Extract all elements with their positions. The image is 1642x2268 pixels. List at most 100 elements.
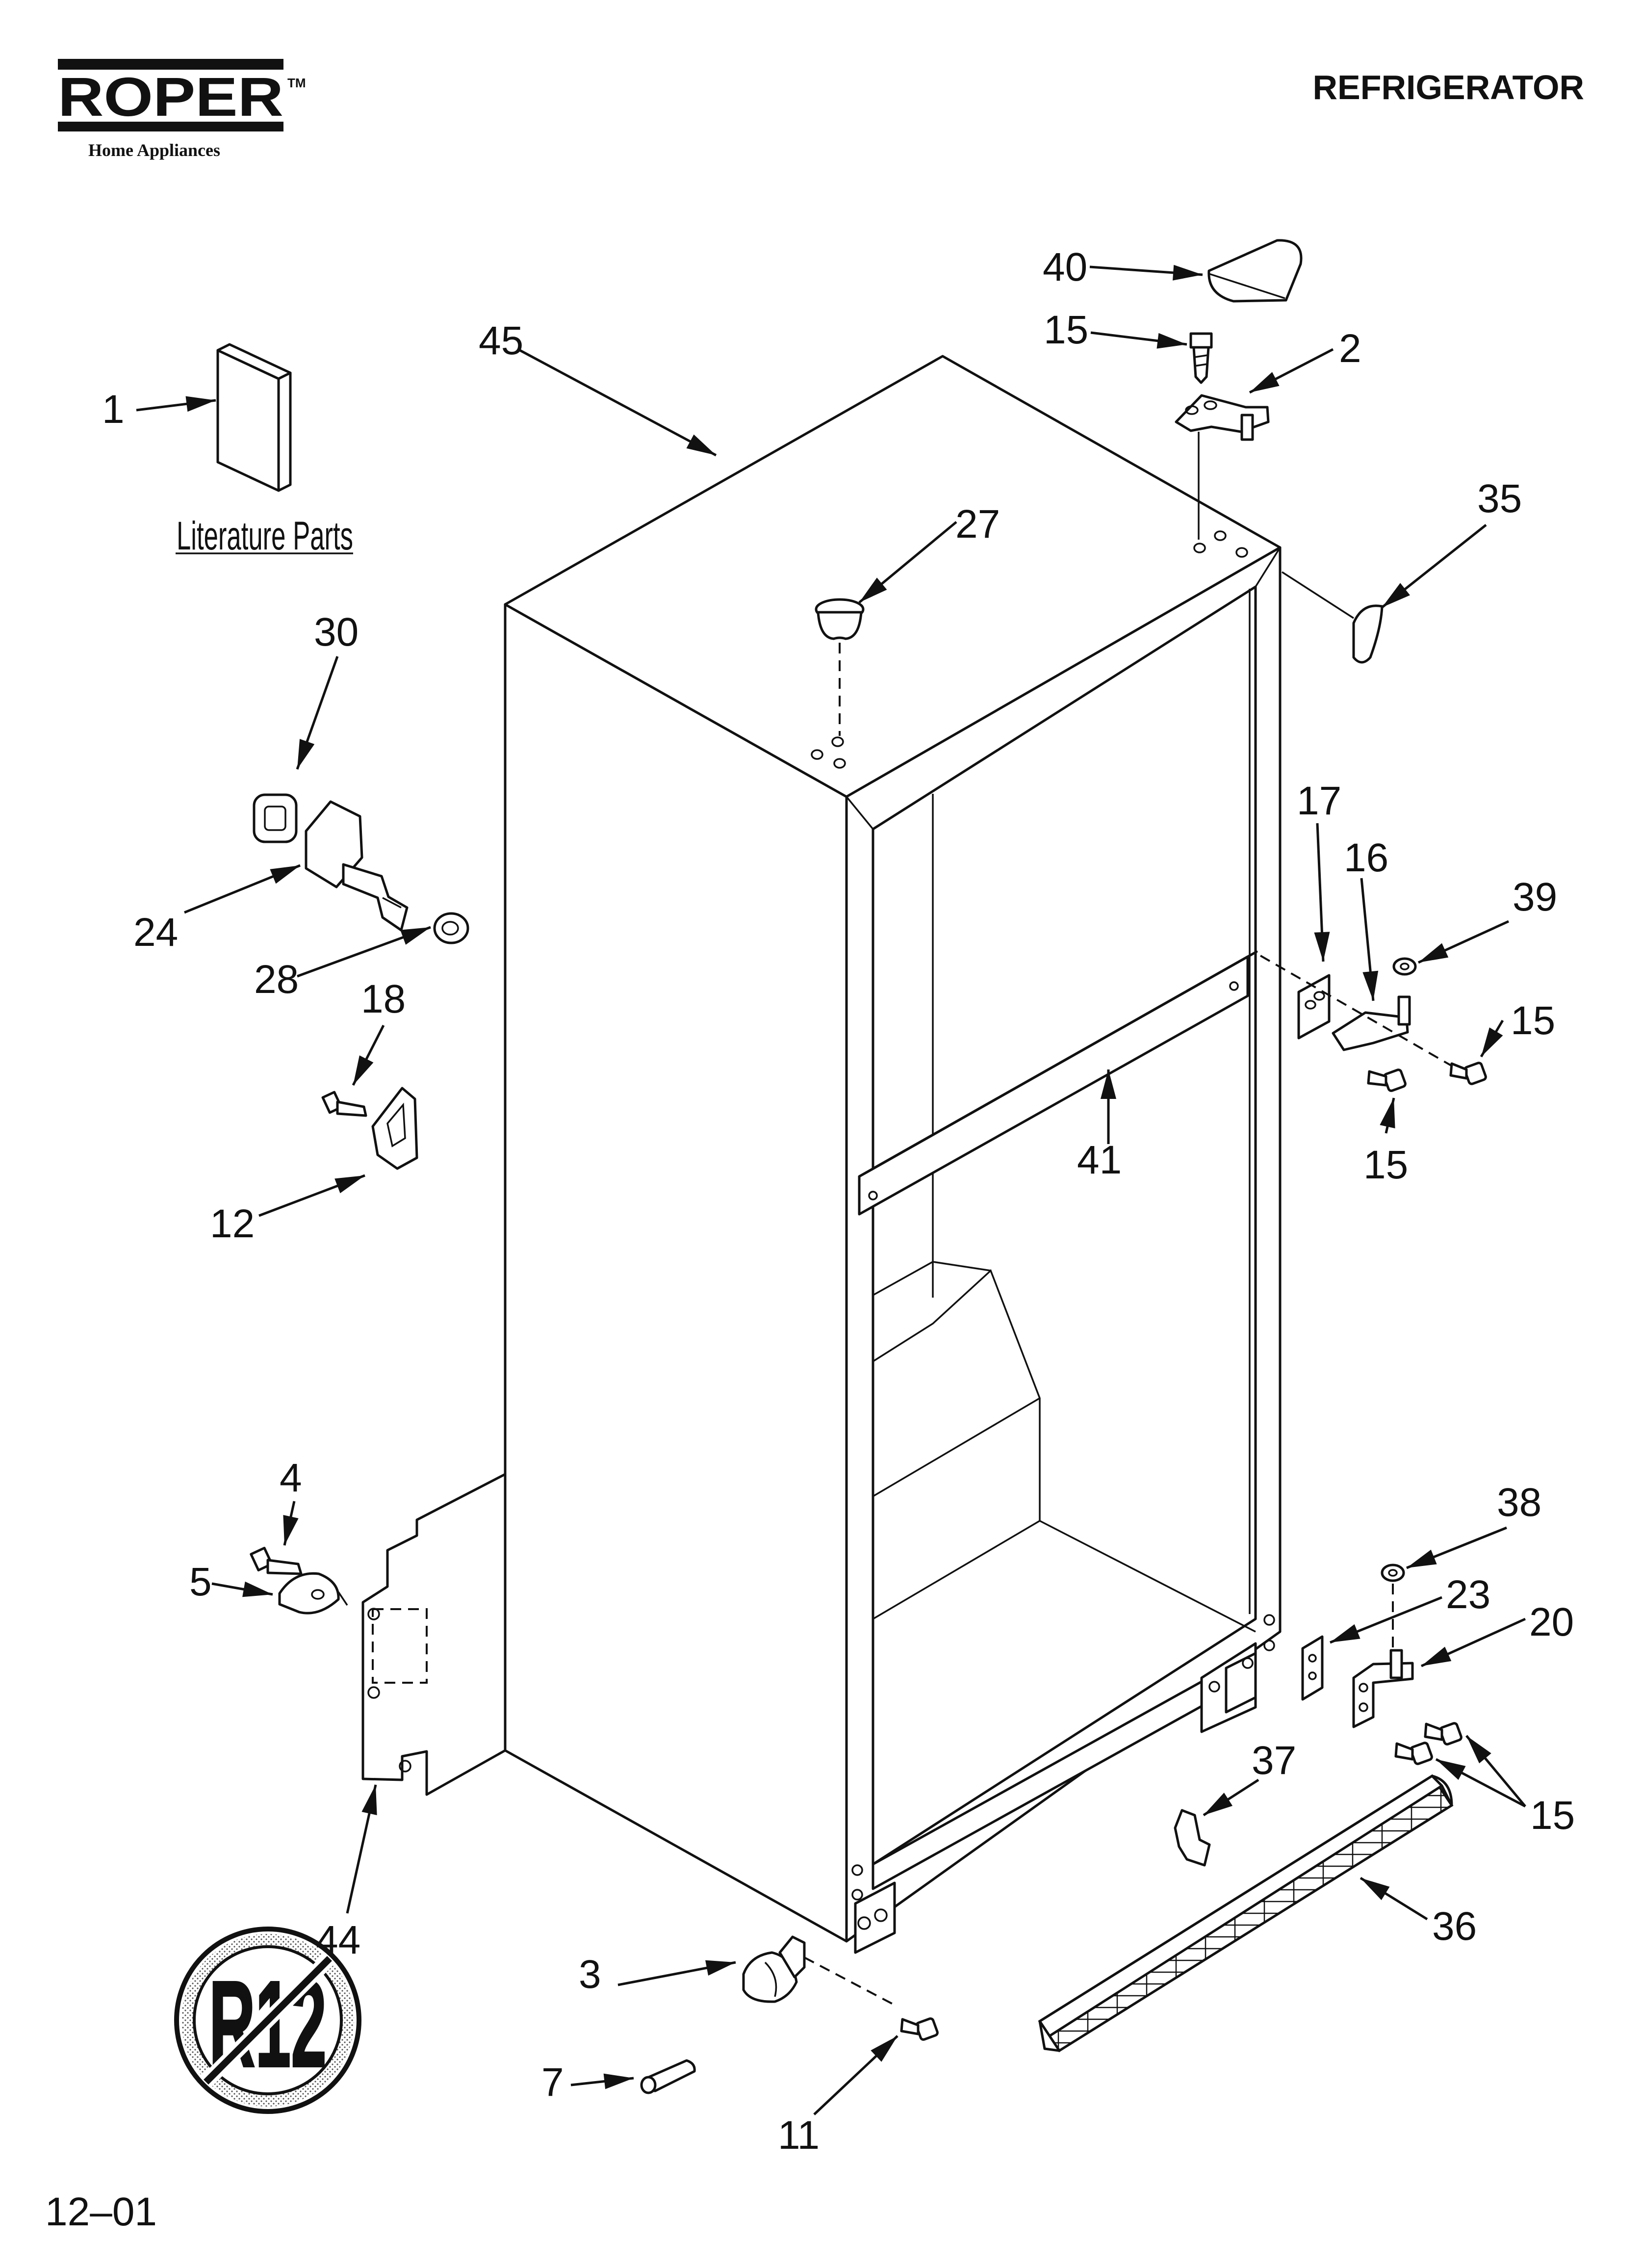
grille-clip (1174, 1809, 1211, 1867)
arrowhead-44 (361, 1785, 377, 1816)
arrowhead-4 (283, 1514, 299, 1545)
arrowhead-38 (1407, 1549, 1437, 1568)
arrowhead-1 (185, 396, 216, 412)
callout-numbers: 1 2 3 4 5 7 11 12 15 15 15 15 16 17 18 2… (102, 245, 1575, 2158)
wire-clip (371, 1087, 418, 1170)
arrowhead-39 (1418, 943, 1449, 963)
arrowhead-36 (1360, 1878, 1390, 1901)
callout-40: 40 (1043, 245, 1087, 289)
callout-37: 37 (1252, 1738, 1296, 1783)
callout-15-top: 15 (1044, 308, 1088, 352)
arrowhead-45 (686, 434, 716, 455)
top-hinge-screw (1189, 332, 1213, 384)
center-hinge (1260, 955, 1455, 1069)
callout-27: 27 (955, 502, 1000, 547)
roper-logo: ROPER TM Home Appliances (58, 59, 306, 160)
refrigerator-cabinet (504, 355, 1282, 1954)
callout-20: 20 (1529, 1600, 1574, 1644)
center-hinge-screw-lower (1367, 1069, 1407, 1092)
lower-hinge-screw-b (1394, 1742, 1433, 1765)
lower-hinge-bracket (1200, 1614, 1275, 1733)
clamp-screw (250, 1546, 303, 1575)
callout-44: 44 (316, 1918, 360, 1962)
clip-screw (321, 1091, 367, 1117)
no-r12-symbol: R12 (174, 1927, 361, 2114)
callout-4: 4 (280, 1456, 302, 1500)
arrowhead-23 (1330, 1624, 1360, 1642)
arrowhead-40 (1173, 264, 1203, 281)
arrowhead-17 (1314, 932, 1330, 962)
toe-grille (1038, 1774, 1454, 2053)
arrowhead-37 (1204, 1793, 1233, 1815)
callout-30: 30 (314, 610, 359, 654)
callout-38: 38 (1497, 1480, 1541, 1525)
page-title: REFRIGERATOR (1312, 68, 1584, 106)
logo-text: ROPER (58, 66, 283, 128)
arrowhead-15-cl (1380, 1098, 1395, 1129)
callout-39: 39 (1513, 875, 1557, 919)
callout-1: 1 (102, 387, 125, 432)
callout-15-bottom: 15 (1530, 1793, 1575, 1838)
arrowhead-15-top (1156, 333, 1187, 349)
callout-15-center-right: 15 (1511, 998, 1555, 1043)
center-hinge-screw-right (1449, 1062, 1487, 1085)
callout-41: 41 (1077, 1138, 1122, 1182)
leader-45 (519, 349, 717, 457)
lower-hinge (1352, 1649, 1414, 1728)
hinge-washer-lower (1381, 1564, 1405, 1658)
arrowhead-28 (400, 927, 431, 945)
round-washer (433, 912, 469, 944)
lower-hinge-screw-a (1424, 1722, 1462, 1746)
leveling-roller (742, 1935, 898, 2007)
arrowhead-12 (334, 1175, 365, 1194)
arrowhead-15-b1 (1466, 1736, 1491, 1764)
arrowhead-24 (270, 865, 300, 884)
arrowhead-41 (1101, 1069, 1116, 1099)
callout-24: 24 (133, 910, 178, 955)
tubing-clamp (278, 1572, 348, 1615)
callout-3: 3 (579, 1952, 601, 1997)
door-stop (305, 800, 409, 932)
roller-screw (900, 2017, 939, 2041)
date-code: 12–01 (45, 2190, 157, 2234)
arrowhead-3 (705, 1960, 736, 1976)
top-hinge (1175, 394, 1270, 540)
callout-2: 2 (1339, 326, 1361, 371)
arrowhead-5 (242, 1581, 273, 1597)
arrowhead-11 (871, 2036, 898, 2062)
arrowhead-2 (1250, 372, 1280, 392)
callout-36: 36 (1432, 1904, 1477, 1949)
trademark-mark: TM (287, 76, 306, 90)
callout-5: 5 (189, 1560, 212, 1604)
arrowhead-16 (1362, 970, 1379, 1001)
hinge-washer-upper (1392, 957, 1417, 976)
callout-45: 45 (479, 318, 523, 363)
callout-18: 18 (361, 977, 406, 1021)
callout-15-center-lower: 15 (1363, 1143, 1408, 1187)
arrowhead-18 (353, 1055, 374, 1085)
callout-35: 35 (1477, 476, 1522, 521)
arrowhead-15-b2 (1436, 1759, 1466, 1780)
center-hinge-shim (1297, 974, 1331, 1040)
roller-axle-pin (640, 2059, 696, 2094)
plug-button (815, 598, 865, 736)
divider-bar (858, 950, 1258, 1216)
grommet-square (253, 793, 298, 843)
callout-11: 11 (778, 2113, 820, 2158)
lower-hinge-shim (1301, 1635, 1324, 1701)
arrowhead-15-cr (1481, 1027, 1503, 1057)
leader-lines (136, 264, 1526, 2115)
arrowhead-27 (859, 577, 887, 602)
callout-28: 28 (254, 957, 299, 1002)
top-hinge-cover (1207, 239, 1303, 303)
arrowhead-35 (1382, 583, 1410, 607)
callout-17: 17 (1297, 779, 1341, 823)
literature-label: Literature Parts (177, 514, 353, 558)
hinge-cap (1282, 571, 1384, 664)
arrowhead-7 (603, 2073, 634, 2089)
logo-tagline: Home Appliances (88, 140, 220, 160)
callout-23: 23 (1446, 1572, 1490, 1617)
callout-7: 7 (541, 2060, 564, 2105)
rear-panel (361, 1473, 507, 1796)
